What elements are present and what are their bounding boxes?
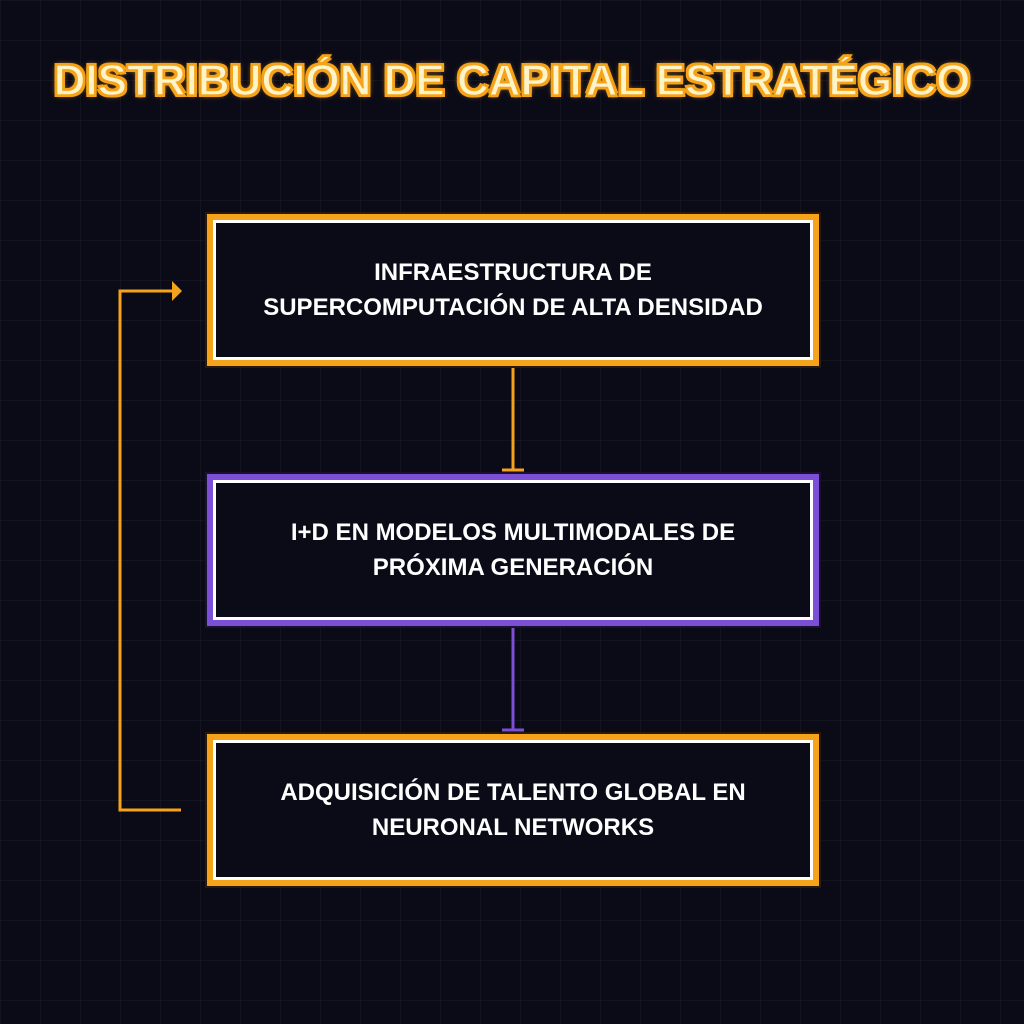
node-label: ADQUISICIÓN DE TALENTO GLOBAL EN NEURONA… <box>233 775 793 845</box>
node-label: I+D EN MODELOS MULTIMODALES DE PRÓXIMA G… <box>233 515 793 585</box>
node-infraestructura[interactable]: INFRAESTRUCTURA DE SUPERCOMPUTACIÓN DE A… <box>207 214 819 366</box>
node-inner-border <box>213 480 813 620</box>
node-label-line-2: NEURONAL NETWORKS <box>371 814 655 841</box>
node-inner-border <box>213 740 813 880</box>
node-i-mas-d[interactable]: I+D EN MODELOS MULTIMODALES DE PRÓXIMA G… <box>207 474 819 626</box>
edge-talent-to-infra-loop <box>118 289 181 812</box>
node-label: INFRAESTRUCTURA DE SUPERCOMPUTACIÓN DE A… <box>233 255 793 325</box>
diagram-title: DISTRIBUCIÓN DE CAPITAL ESTRATÉGICO <box>53 55 971 106</box>
arrowhead-icon <box>172 281 182 301</box>
node-label-line-1: INFRAESTRUCTURA DE <box>374 259 652 286</box>
node-label-line-2: PRÓXIMA GENERACIÓN <box>372 554 654 581</box>
node-label-line-1: I+D EN MODELOS MULTIMODALES DE <box>290 519 736 546</box>
node-inner-border <box>213 220 813 360</box>
node-label-line-2: SUPERCOMPUTACIÓN DE ALTA DENSIDAD <box>263 294 763 321</box>
node-adquisicion-talento[interactable]: ADQUISICIÓN DE TALENTO GLOBAL EN NEURONA… <box>207 734 819 886</box>
node-label-line-1: ADQUISICIÓN DE TALENTO GLOBAL EN <box>280 779 746 806</box>
